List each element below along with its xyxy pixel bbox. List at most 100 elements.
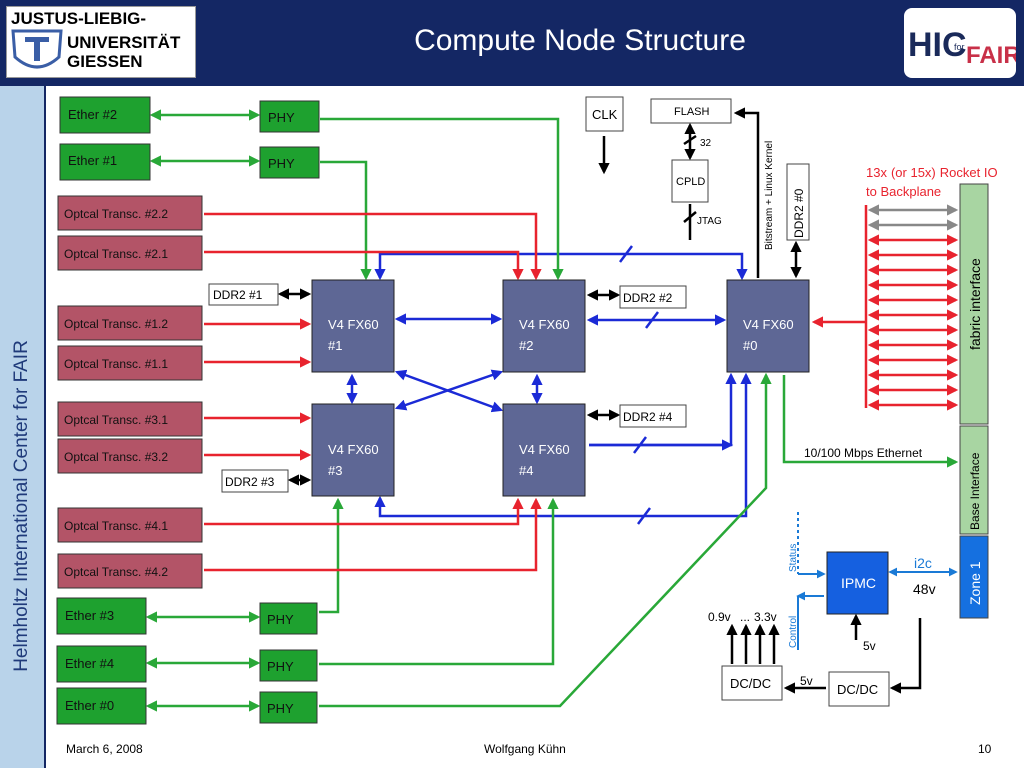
phy-0-label: PHY [267, 701, 294, 716]
ether-1-label: Ether #1 [68, 153, 117, 168]
ipmc-box [826, 551, 889, 615]
jtag-slash [683, 211, 697, 223]
optical-2-2-box [57, 195, 203, 231]
optical-4-2-box [57, 553, 203, 589]
flash-label: FLASH [674, 106, 710, 118]
ddr-2-label: DDR2 #2 [623, 291, 673, 305]
dots-label: ... [740, 610, 750, 624]
ethernet-to-base-link [782, 375, 959, 468]
fpga-2-name: V4 FX60 [519, 317, 570, 332]
optical-4-1-label: Optcal Transc. #4.1 [64, 519, 168, 533]
ddr-boxes: DDR2 #1 DDR2 #2 DDR2 #3 DDR2 #4 DDR2 #0 [208, 163, 810, 493]
opt41-link [204, 497, 524, 526]
footer-date: March 6, 2008 [66, 742, 143, 756]
red-links [204, 205, 868, 572]
ddr-0-box [786, 163, 810, 241]
base-interface-label: Base Interface [968, 452, 982, 530]
rocket-io-to: to Backplane [866, 184, 941, 199]
fpga-0-name: V4 FX60 [743, 317, 794, 332]
v48-label: 48v [913, 581, 936, 597]
phy2-fpga2-link [320, 117, 564, 281]
fpga-3-id: #3 [328, 463, 342, 478]
fpga-3-box [311, 403, 395, 497]
ether-1-box [59, 143, 151, 181]
v5-lower-label: 5v [800, 674, 813, 688]
ether-0-label: Ether #0 [65, 698, 114, 713]
opt42-link [204, 497, 542, 572]
cpld-label: CPLD [676, 176, 705, 188]
university-logo-graphic: JUSTUS-LIEBIG- UNIVERSITÄT GIESSEN [11, 9, 181, 71]
sidebar-band: Helmholtz International Center for FAIR [0, 86, 46, 768]
ddr-4-box [619, 404, 687, 428]
hic-logo-graphic: HIC for FAIR [908, 26, 1021, 69]
fpga-0-box [726, 279, 810, 373]
bus-slash-2 [645, 311, 659, 329]
rocket-io-count: 13x [866, 165, 887, 180]
optical-3-2-label: Optcal Transc. #3.2 [64, 450, 168, 464]
page-title: Compute Node Structure [414, 24, 746, 57]
fpga-1-name: V4 FX60 [328, 317, 379, 332]
footer-page-number: 10 [978, 742, 992, 756]
fpga-3-name: V4 FX60 [328, 442, 379, 457]
dcdc-left-label: DC/DC [730, 676, 771, 691]
ddr-1-box [208, 283, 279, 306]
bus-width-label: 32 [700, 138, 712, 149]
ether-3-label: Ether #3 [65, 608, 114, 623]
bitstream-path [733, 107, 760, 278]
phy-1-label: PHY [268, 156, 295, 171]
ddr-3-label: DDR2 #3 [225, 475, 275, 489]
v5-upper-label: 5v [863, 639, 876, 653]
hic-logo-for: for [954, 42, 965, 52]
ether-3-box [56, 597, 147, 635]
phy-boxes: PHY PHY PHY PHY PHY [259, 100, 320, 724]
phy-1-box [259, 146, 320, 179]
phy-3-box [259, 602, 318, 635]
status-label: Status [788, 544, 799, 572]
fpga-4-box [502, 403, 586, 497]
link-fpga3-fpga0-bottom [374, 372, 752, 518]
clk-label: CLK [592, 107, 618, 122]
rocket-io-alt: (or 15x) [891, 165, 936, 180]
bus32-slash [683, 134, 697, 146]
optical-3-1-label: Optcal Transc. #3.1 [64, 413, 168, 427]
zone-1-box [959, 535, 989, 619]
optical-1-1-box [57, 345, 203, 381]
dcdc-right-box [828, 671, 890, 707]
ddr-2-box [619, 285, 687, 309]
i2c-label: i2c [914, 555, 932, 571]
v09-label: 0.9v [708, 610, 731, 624]
ddr-0-label: DDR2 #0 [792, 188, 806, 238]
phy-4-box [259, 649, 318, 682]
zone-1-label: Zone 1 [967, 561, 983, 605]
fpga-2-box [502, 279, 586, 373]
bus-slash-3 [633, 436, 647, 454]
optical-3-1-box [57, 401, 203, 437]
phy-2-label: PHY [268, 110, 295, 125]
link-fpga1-fpga0-top [374, 252, 748, 281]
hic-logo-fair: FAIR [966, 42, 1016, 69]
phy-4-label: PHY [267, 659, 294, 674]
optical-2-2-label: Optcal Transc. #2.2 [64, 207, 168, 221]
ipmc-label: IPMC [841, 575, 876, 591]
ddr-1-label: DDR2 #1 [213, 288, 263, 302]
university-line-1: JUSTUS-LIEBIG- [11, 9, 146, 28]
optical-2-1-label: Optcal Transc. #2.1 [64, 247, 168, 261]
ddr-3-box [221, 469, 289, 493]
hic-logo-main: HIC [908, 26, 967, 64]
opt21-link [204, 250, 524, 281]
blue-links [346, 245, 752, 525]
cpld-box [671, 159, 709, 203]
ether-4-label: Ether #4 [65, 656, 114, 671]
control-label: Control [788, 616, 799, 648]
optical-1-2-box [57, 305, 203, 341]
phy3-fpga3-link [319, 497, 344, 614]
university-logo: JUSTUS-LIEBIG- UNIVERSITÄT GIESSEN [6, 6, 196, 78]
fpga-0-id: #0 [743, 338, 757, 353]
phy0-fpga0-link [319, 372, 772, 708]
zone-48v-line [889, 618, 922, 694]
university-line-2: UNIVERSITÄT [67, 33, 181, 52]
optical-1-1-label: Optcal Transc. #1.1 [64, 357, 168, 371]
shield-t-stem [34, 37, 40, 61]
footer: March 6, 2008 Wolfgang Kühn 10 [44, 738, 1024, 760]
